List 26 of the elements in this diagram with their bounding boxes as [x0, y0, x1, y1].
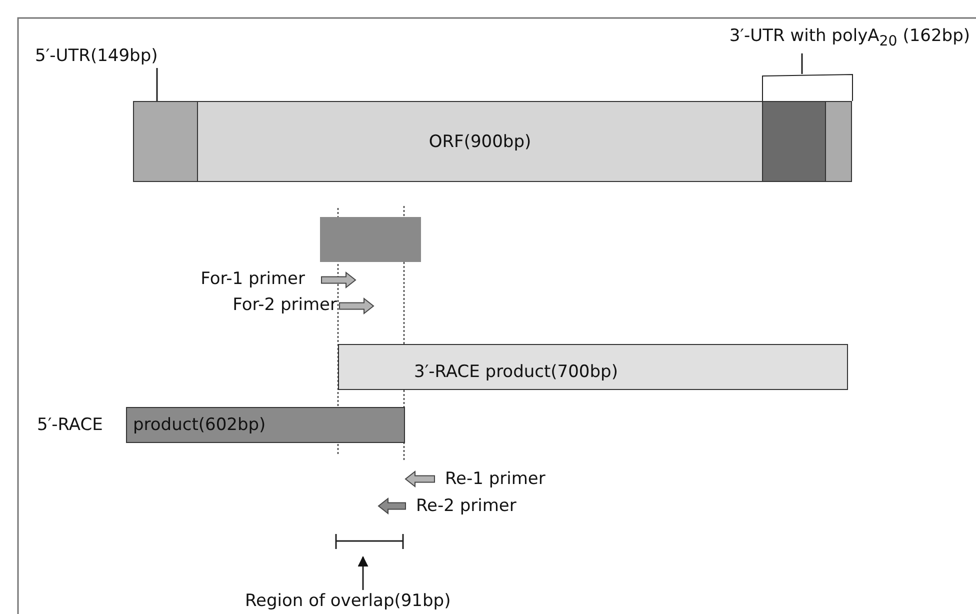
primer-label: Re-2 primer — [416, 496, 516, 516]
primer-symbol — [339, 298, 374, 314]
bar-label: 5′-RACE — [37, 415, 103, 435]
orf-segment — [197, 101, 763, 182]
annotation-text: Region of overlap(91bp) — [245, 591, 451, 611]
bar-label: product(602bp) — [133, 415, 266, 435]
leader-line — [801, 53, 803, 74]
segment-label: 5′-UTR(149bp) — [35, 46, 158, 66]
primer-label: For-2 primer — [232, 295, 337, 315]
race-product-bar — [338, 344, 848, 390]
polya-segment — [762, 101, 826, 182]
utr-segment — [133, 101, 198, 182]
primer-symbol — [321, 272, 356, 288]
primer-symbol — [405, 471, 435, 487]
arrow — [358, 556, 368, 590]
bracket — [762, 74, 852, 101]
segment-label: 3′-UTR with polyA$_{20}$ (162bp) — [729, 26, 970, 52]
utr-segment — [825, 101, 852, 182]
overlap-block — [320, 217, 421, 262]
primer-label: Re-1 primer — [445, 469, 546, 489]
primer-symbol — [378, 498, 406, 514]
bar-label: 3′-RACE product(700bp) — [414, 362, 618, 382]
primer-label: For-1 primer — [200, 269, 305, 289]
bar-label: ORF(900bp) — [428, 132, 532, 152]
leader-line — [156, 68, 158, 101]
race-product-bar — [126, 407, 405, 443]
